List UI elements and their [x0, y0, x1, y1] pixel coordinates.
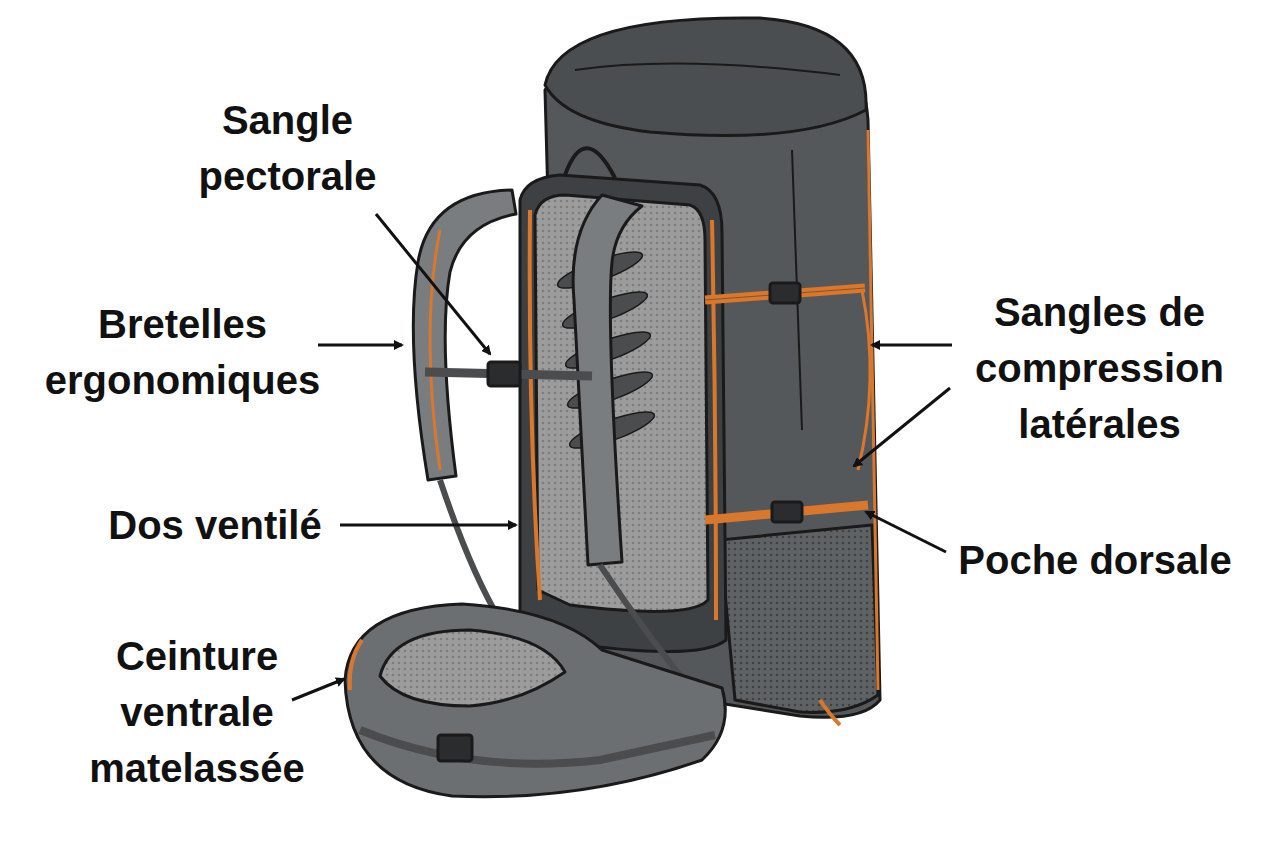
part-label: Sangle pectorale: [180, 92, 395, 204]
sternum-buckle: [488, 362, 520, 386]
leader-lines: [292, 214, 952, 700]
side-pocket: [720, 525, 878, 712]
label-holder: Dos ventilé: [100, 497, 330, 553]
label-holder: Ceinture ventrale matelassée: [77, 628, 317, 796]
shoulder-strap: [413, 190, 516, 480]
label-holder: Sangle pectorale: [180, 92, 395, 204]
ventilated-mesh: [535, 195, 708, 611]
part-label: Sangles de compression latérales: [962, 284, 1237, 452]
hip-belt: [345, 604, 725, 797]
part-label: Dos ventilé: [100, 497, 330, 553]
part-label: Poche dorsale: [950, 532, 1240, 588]
hip-buckle: [438, 735, 472, 761]
part-label: Ceinture ventrale matelassée: [77, 628, 317, 796]
label-holder: Poche dorsale: [950, 532, 1240, 588]
hip-padding: [380, 630, 565, 706]
part-label: Bretelles ergonomiques: [25, 296, 340, 408]
label-holder: Bretelles ergonomiques: [25, 296, 340, 408]
label-holder: Sangles de compression latérales: [962, 284, 1237, 452]
back-panel: [520, 175, 726, 652]
top-lid: [545, 18, 866, 136]
